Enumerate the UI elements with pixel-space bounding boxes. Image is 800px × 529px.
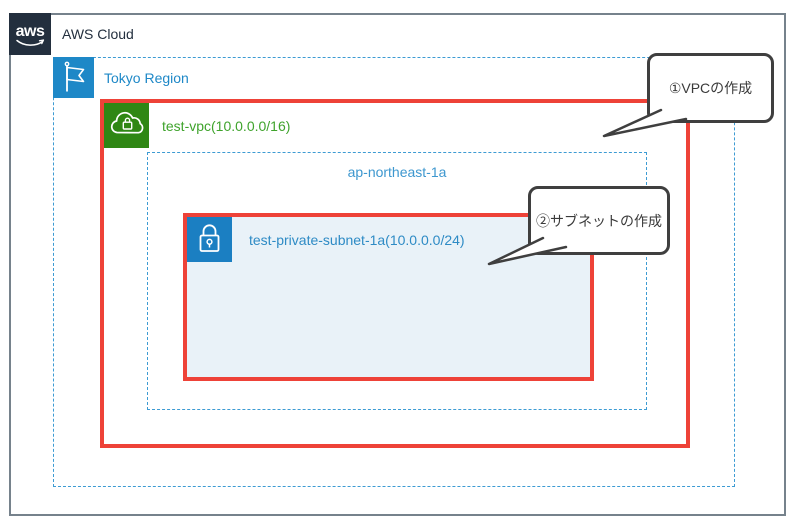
vpc-label: test-vpc(10.0.0.0/16) <box>162 117 291 134</box>
callout-vpc-creation: ①VPCの作成 <box>647 53 774 123</box>
private-subnet-lock-icon <box>187 217 232 262</box>
callout-vpc-tail <box>602 108 688 138</box>
callout-subnet-tail <box>487 236 568 266</box>
availability-zone-container <box>147 152 647 410</box>
callout-subnet-creation-text: ②サブネットの作成 <box>536 212 662 229</box>
region-label: Tokyo Region <box>104 69 189 86</box>
callout-vpc-creation-text: ①VPCの作成 <box>668 80 753 96</box>
subnet-label: test-private-subnet-1a(10.0.0.0/24) <box>249 231 465 248</box>
aws-cloud-label: AWS Cloud <box>62 26 134 42</box>
aws-smile-swoosh <box>16 38 45 46</box>
tokyo-region-container <box>53 57 735 487</box>
aws-logo-text: aws <box>15 22 45 40</box>
private-subnet-container <box>183 213 594 381</box>
aws-logo-icon: aws <box>9 13 51 55</box>
vpc-container <box>100 99 690 448</box>
vpc-cloud-lock-icon <box>104 103 149 148</box>
region-flag-icon <box>53 57 94 98</box>
availability-zone-label: ap-northeast-1a <box>347 164 447 180</box>
